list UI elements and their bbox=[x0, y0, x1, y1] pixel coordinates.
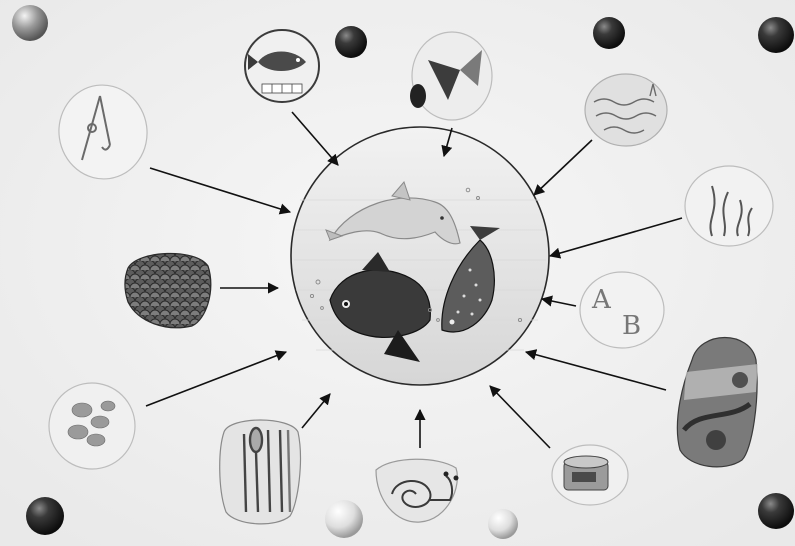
pin-bottom-right bbox=[758, 493, 794, 529]
letter-a: A bbox=[591, 285, 612, 315]
cutlery-card bbox=[220, 420, 301, 524]
center-circle bbox=[291, 127, 549, 385]
pin-bottom-left bbox=[26, 497, 64, 535]
pin-bottom-center-b bbox=[488, 509, 518, 539]
pin-top-center bbox=[335, 26, 367, 58]
fish-caption-boxes bbox=[262, 84, 302, 93]
pin-top-right-b bbox=[758, 17, 794, 53]
pin-top-right-a bbox=[593, 17, 625, 49]
pin-top-left bbox=[12, 5, 48, 41]
water-waves-card bbox=[585, 74, 667, 146]
letter-b: B bbox=[622, 311, 641, 341]
tin-can-card bbox=[552, 445, 628, 505]
tin-can-icon bbox=[564, 456, 608, 490]
pin-bottom-center-a bbox=[325, 500, 363, 538]
fish-card bbox=[245, 30, 319, 102]
letters-card: A B bbox=[580, 272, 664, 348]
seaweed-card bbox=[685, 166, 773, 246]
